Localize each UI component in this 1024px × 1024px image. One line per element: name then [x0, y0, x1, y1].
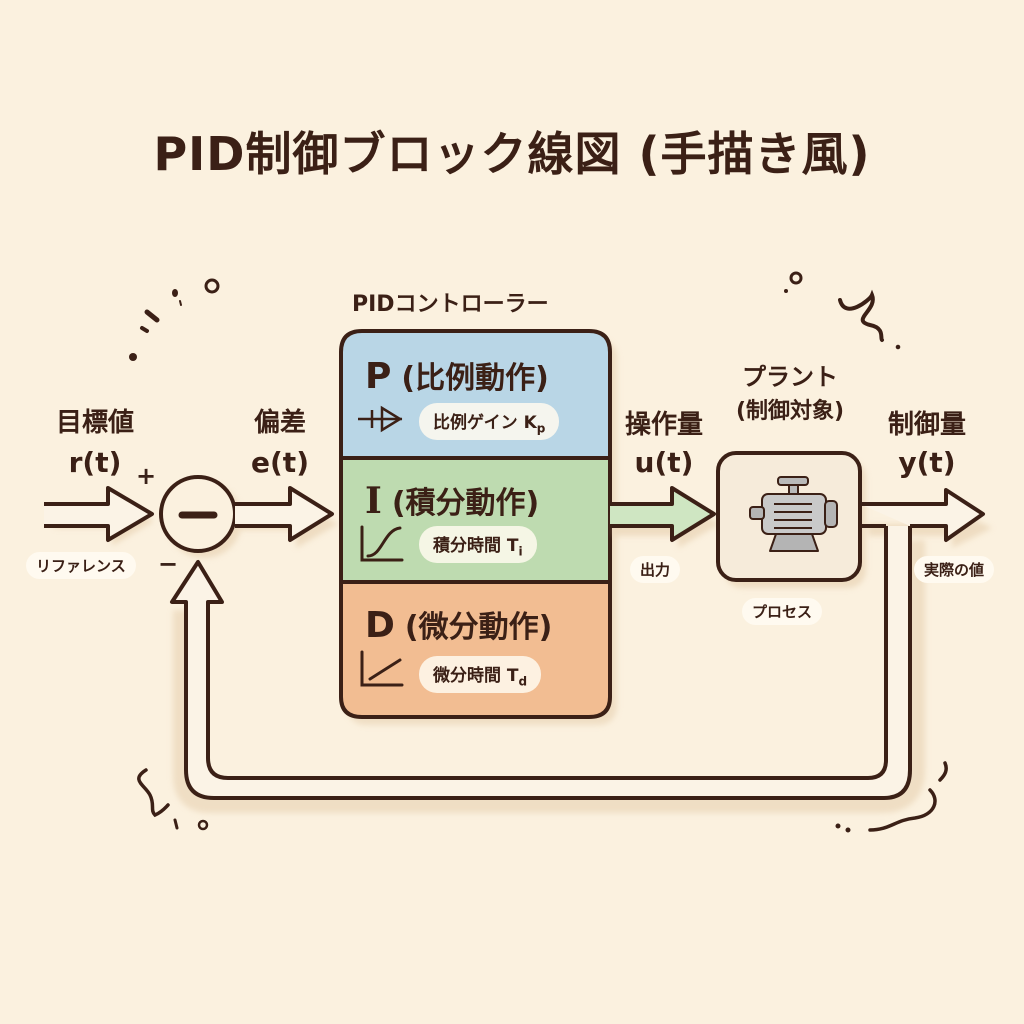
i-param-label: 積分時間 T	[433, 536, 519, 556]
d-block-heading: D (微分動作)	[365, 602, 552, 646]
plant-subtitle: (制御対象)	[735, 399, 845, 424]
manipulated-arrow	[610, 486, 720, 548]
i-name: (積分動作)	[391, 486, 540, 521]
error-arrow	[235, 486, 338, 548]
plus-sign: +	[136, 462, 157, 490]
reference-signal: r(t)	[68, 446, 122, 479]
d-block: D (微分動作) 微分時間 Td	[341, 582, 610, 717]
summing-junction	[159, 475, 242, 558]
reference-label: 目標値	[55, 408, 134, 438]
output-signal: y(t)	[898, 446, 956, 479]
p-param-label: 比例ゲイン K	[433, 413, 537, 433]
output-tag: 実際の値	[914, 556, 995, 583]
d-name: (微分動作)	[404, 610, 553, 645]
i-param-sub: i	[518, 544, 523, 559]
controller-title: PIDコントローラー	[352, 292, 549, 317]
minus-sign: −	[158, 550, 179, 578]
amplifier-icon	[358, 405, 403, 433]
error-signal: e(t)	[251, 446, 309, 479]
p-letter: P	[365, 356, 392, 397]
d-param-sub: d	[518, 674, 528, 689]
reference-arrow	[44, 486, 154, 546]
manipulated-label: 操作量	[624, 410, 703, 440]
p-name: (比例動作)	[401, 361, 549, 396]
d-param-pill: 微分時間 Td	[419, 656, 542, 694]
manipulated-tag: 出力	[630, 556, 681, 583]
d-block-bg	[339, 580, 612, 719]
page-title: PID制御ブロック線図 (手描き風)	[153, 127, 871, 181]
motor-icon	[749, 476, 838, 552]
d-param-label: 微分時間 T	[433, 666, 519, 686]
s-curve-graph-icon	[360, 525, 404, 562]
error-label: 偏差	[253, 408, 306, 438]
doodles	[129, 271, 948, 833]
p-param-pill: 比例ゲイン Kp	[419, 403, 560, 441]
feedback-path	[170, 524, 925, 813]
p-param-sub: p	[536, 421, 546, 436]
plant-tag: プロセス	[742, 598, 823, 625]
manipulated-signal: u(t)	[634, 446, 694, 479]
i-letter: I	[365, 480, 382, 522]
d-letter: D	[365, 605, 395, 646]
output-arrow	[860, 488, 992, 548]
p-block: P (比例動作) 比例ゲイン Kp	[341, 331, 610, 458]
output-label: 制御量	[887, 410, 966, 440]
i-block-heading: I (積分動作)	[365, 478, 539, 522]
i-param-pill: 積分時間 Ti	[419, 526, 537, 564]
p-block-heading: P (比例動作)	[365, 353, 549, 397]
reference-tag: リファレンス	[26, 552, 136, 579]
i-block: I (積分動作) 積分時間 Ti	[341, 458, 610, 582]
plant-title: プラント	[742, 363, 838, 391]
ramp-graph-icon	[360, 650, 404, 687]
